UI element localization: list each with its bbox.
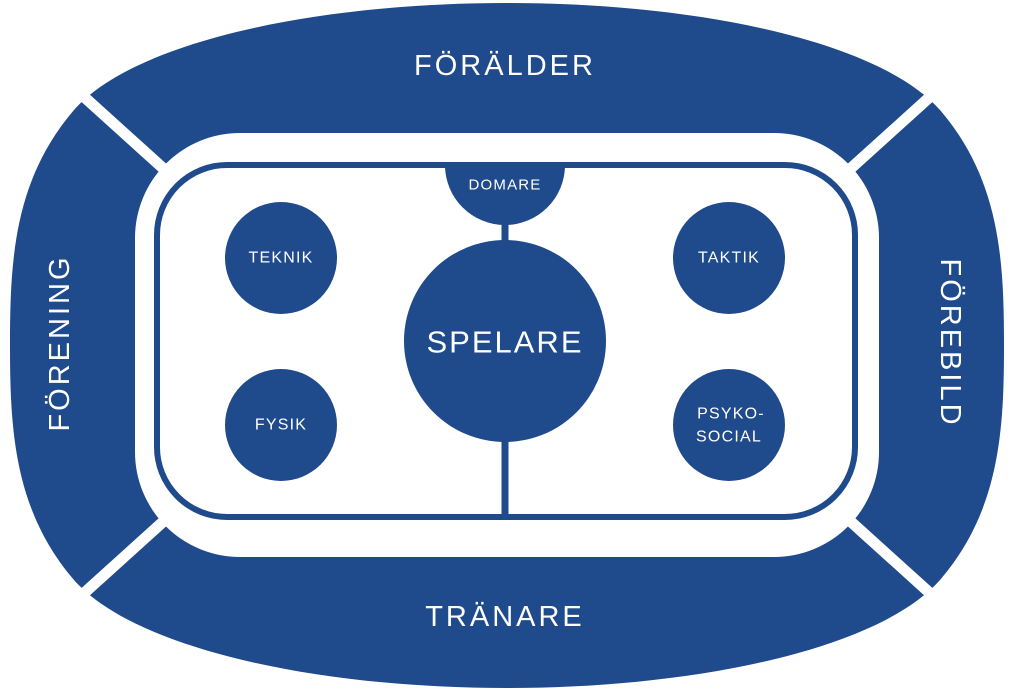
label-social: SOCIAL bbox=[696, 429, 762, 446]
label-forening: FÖRENING bbox=[44, 254, 76, 431]
label-foralder: FÖRÄLDER bbox=[414, 50, 596, 82]
label-taktik: TAKTIK bbox=[698, 250, 760, 267]
psykosocial-circle bbox=[673, 369, 785, 481]
spelare-circle bbox=[404, 240, 606, 442]
fysik-circle bbox=[225, 369, 337, 481]
label-forebild: FÖREBILD bbox=[934, 258, 966, 427]
ring-separators bbox=[78, 90, 936, 600]
taktik-circle bbox=[673, 202, 785, 314]
label-spelare: SPELARE bbox=[426, 325, 583, 360]
domare-circle bbox=[445, 168, 565, 225]
label-fysik: FYSIK bbox=[255, 417, 307, 434]
label-tranare: TRÄNARE bbox=[425, 601, 585, 633]
label-domare: DOMARE bbox=[468, 177, 541, 194]
label-psyko: PSYKO- bbox=[697, 406, 765, 423]
teknik-circle bbox=[225, 202, 337, 314]
label-teknik: TEKNIK bbox=[249, 250, 314, 267]
